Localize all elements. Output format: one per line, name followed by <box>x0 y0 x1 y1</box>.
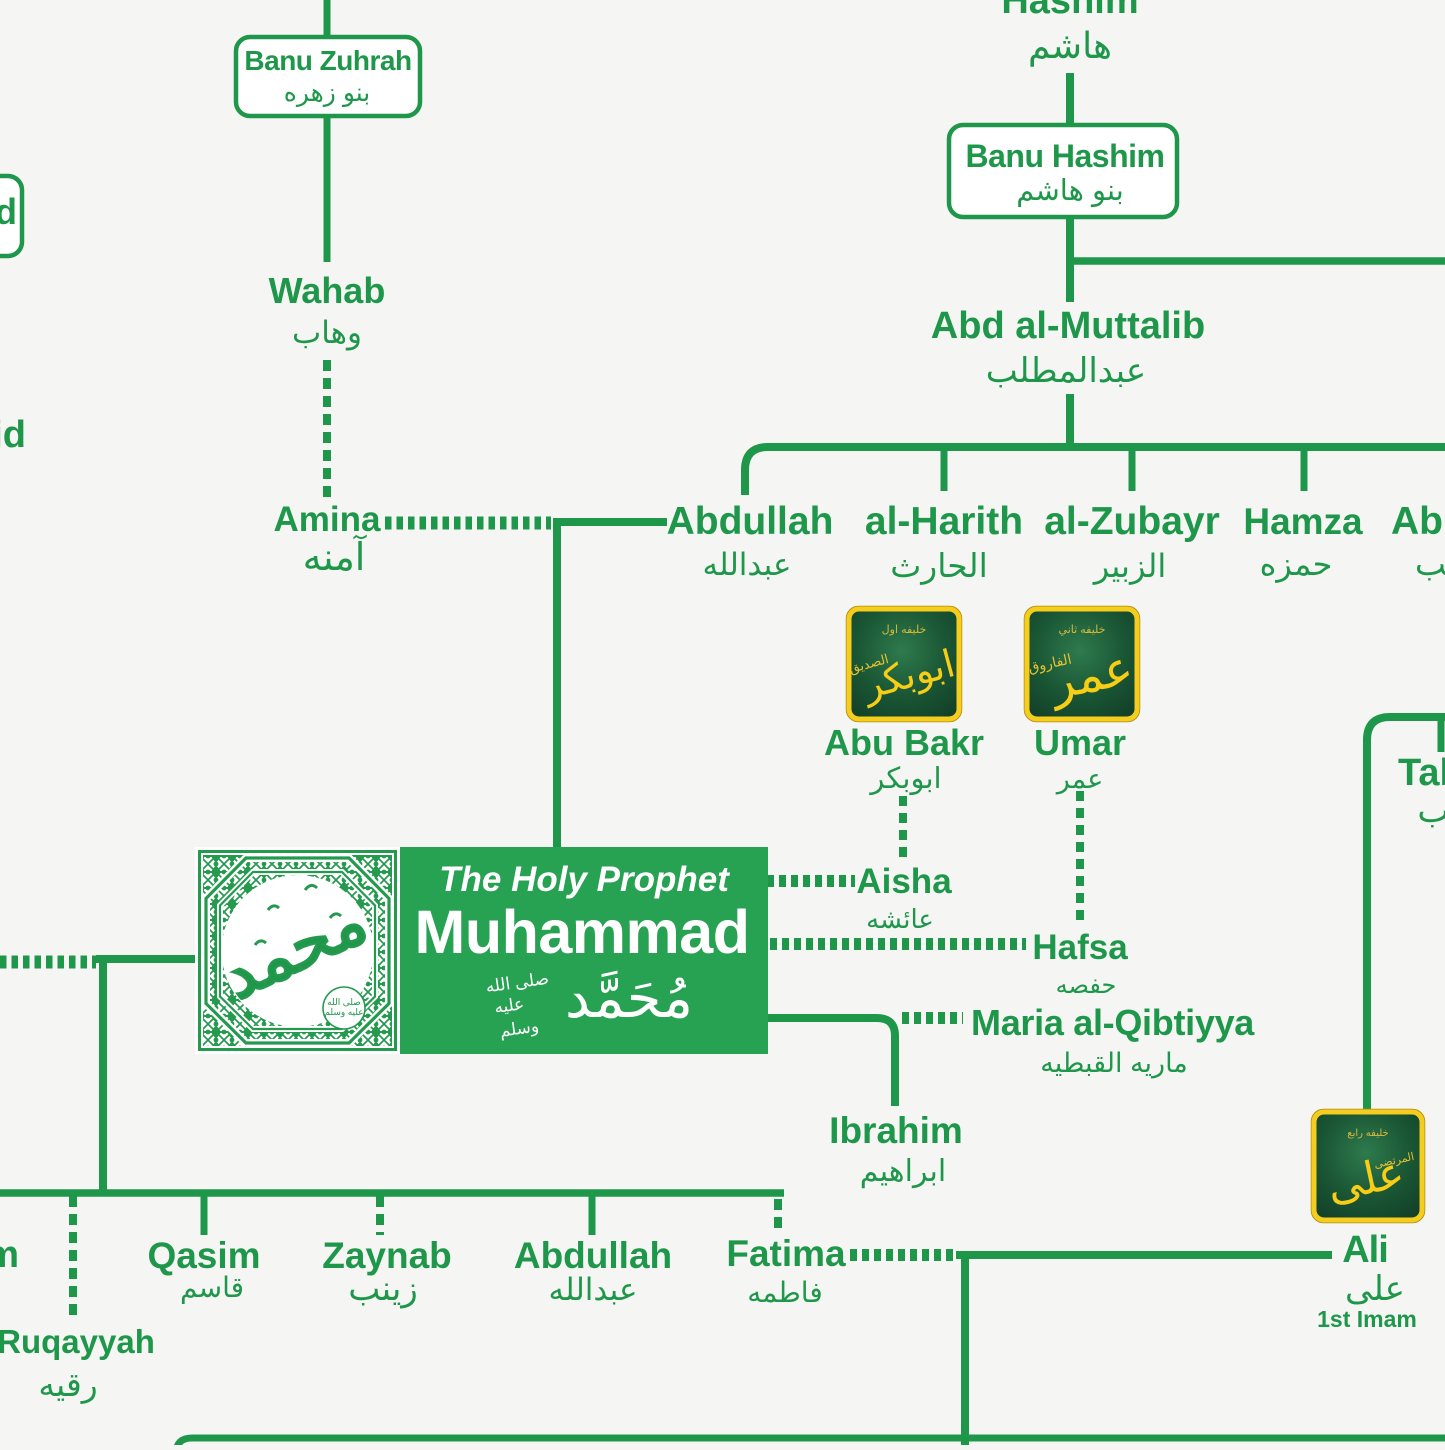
svg-text:d: d <box>0 191 17 232</box>
svg-text:Abu Talib: Abu Talib <box>1391 500 1445 543</box>
svg-text:عمر: عمر <box>1055 764 1104 795</box>
svg-text:خليفه ثاني: خليفه ثاني <box>1059 624 1106 636</box>
svg-text:عبدالله: عبدالله <box>548 1272 637 1307</box>
svg-text:عليه وسلم: عليه وسلم <box>324 1007 363 1018</box>
svg-text:Aisha: Aisha <box>856 862 952 901</box>
svg-text:Ali: Ali <box>1342 1229 1388 1271</box>
svg-text:عائشه: عائشه <box>866 904 934 934</box>
svg-text:Hamza: Hamza <box>1243 501 1363 542</box>
svg-text:الحارث: الحارث <box>890 547 988 585</box>
svg-text:Abdullah: Abdullah <box>667 500 834 543</box>
svg-text:آمنه: آمنه <box>303 534 367 579</box>
svg-text:ابوطالب: ابوطالب <box>1415 545 1445 583</box>
svg-text:خليفه اول: خليفه اول <box>882 624 927 636</box>
svg-text:رقيه: رقيه <box>38 1366 97 1404</box>
svg-text:عبدالله: عبدالله <box>702 547 791 582</box>
svg-text:Abd al-Muttalib: Abd al-Muttalib <box>931 305 1205 347</box>
svg-text:id: id <box>0 414 26 456</box>
svg-text:m: m <box>0 1234 19 1276</box>
svg-text:بنو زهره: بنو زهره <box>284 79 371 107</box>
svg-text:al-Zubayr: al-Zubayr <box>1044 500 1220 543</box>
svg-text:Amina: Amina <box>274 500 382 539</box>
svg-text:مُحَمَّد: مُحَمَّد <box>565 966 693 1029</box>
svg-text:حفصه: حفصه <box>1056 972 1117 999</box>
svg-text:علی: علی <box>1345 1270 1405 1308</box>
svg-text:حمزه: حمزه <box>1260 546 1333 583</box>
svg-text:ابراهيم: ابراهيم <box>860 1155 946 1189</box>
svg-text:The Holy Prophet: The Holy Prophet <box>439 860 730 899</box>
svg-text:1st Imam: 1st Imam <box>1317 1306 1417 1332</box>
svg-text:Banu Hashim: Banu Hashim <box>966 138 1165 174</box>
svg-text:فاطمه: فاطمه <box>747 1277 822 1308</box>
svg-text:Wahab: Wahab <box>269 270 386 311</box>
svg-text:al-Harith: al-Harith <box>865 500 1023 543</box>
svg-text:Maria al-Qibtiyya: Maria al-Qibtiyya <box>971 1002 1255 1043</box>
svg-text:عبدالمطلب: عبدالمطلب <box>986 352 1146 390</box>
svg-text:ماريه القبطيه: ماريه القبطيه <box>1040 1048 1188 1079</box>
svg-text:Fatima: Fatima <box>726 1233 846 1274</box>
svg-text:Abdullah: Abdullah <box>514 1235 672 1276</box>
svg-text:خليفه رابع: خليفه رابع <box>1347 1128 1388 1139</box>
svg-text:Ruqayyah: Ruqayyah <box>0 1323 155 1360</box>
svg-text:قاسم: قاسم <box>180 1272 244 1304</box>
svg-text:Zaynab: Zaynab <box>322 1235 452 1276</box>
svg-text:Abu Bakr: Abu Bakr <box>824 722 984 763</box>
svg-text:الزبير: الزبير <box>1092 548 1167 585</box>
svg-text:وهاب: وهاب <box>292 315 362 351</box>
svg-text:بنو هاشم: بنو هاشم <box>1016 175 1124 208</box>
svg-text:Hashim: Hashim <box>1001 0 1138 22</box>
svg-text:Hafsa: Hafsa <box>1032 928 1128 967</box>
svg-text:Qasim: Qasim <box>147 1235 260 1276</box>
svg-text:هاشم: هاشم <box>1028 25 1112 67</box>
svg-text:Ibrahim: Ibrahim <box>829 1110 963 1151</box>
svg-text:Banu Zuhrah: Banu Zuhrah <box>244 45 411 76</box>
svg-text:عليه: عليه <box>493 994 525 1017</box>
svg-text:صلى الله: صلى الله <box>327 997 361 1007</box>
svg-text:Muhammad: Muhammad <box>415 898 750 966</box>
svg-text:طالب: طالب <box>1417 792 1445 830</box>
svg-text:Talib: Talib <box>1398 752 1445 794</box>
svg-text:زينب: زينب <box>348 1270 418 1308</box>
svg-text:ابوبكر: ابوبكر <box>868 763 941 795</box>
svg-text:Umar: Umar <box>1034 722 1126 763</box>
